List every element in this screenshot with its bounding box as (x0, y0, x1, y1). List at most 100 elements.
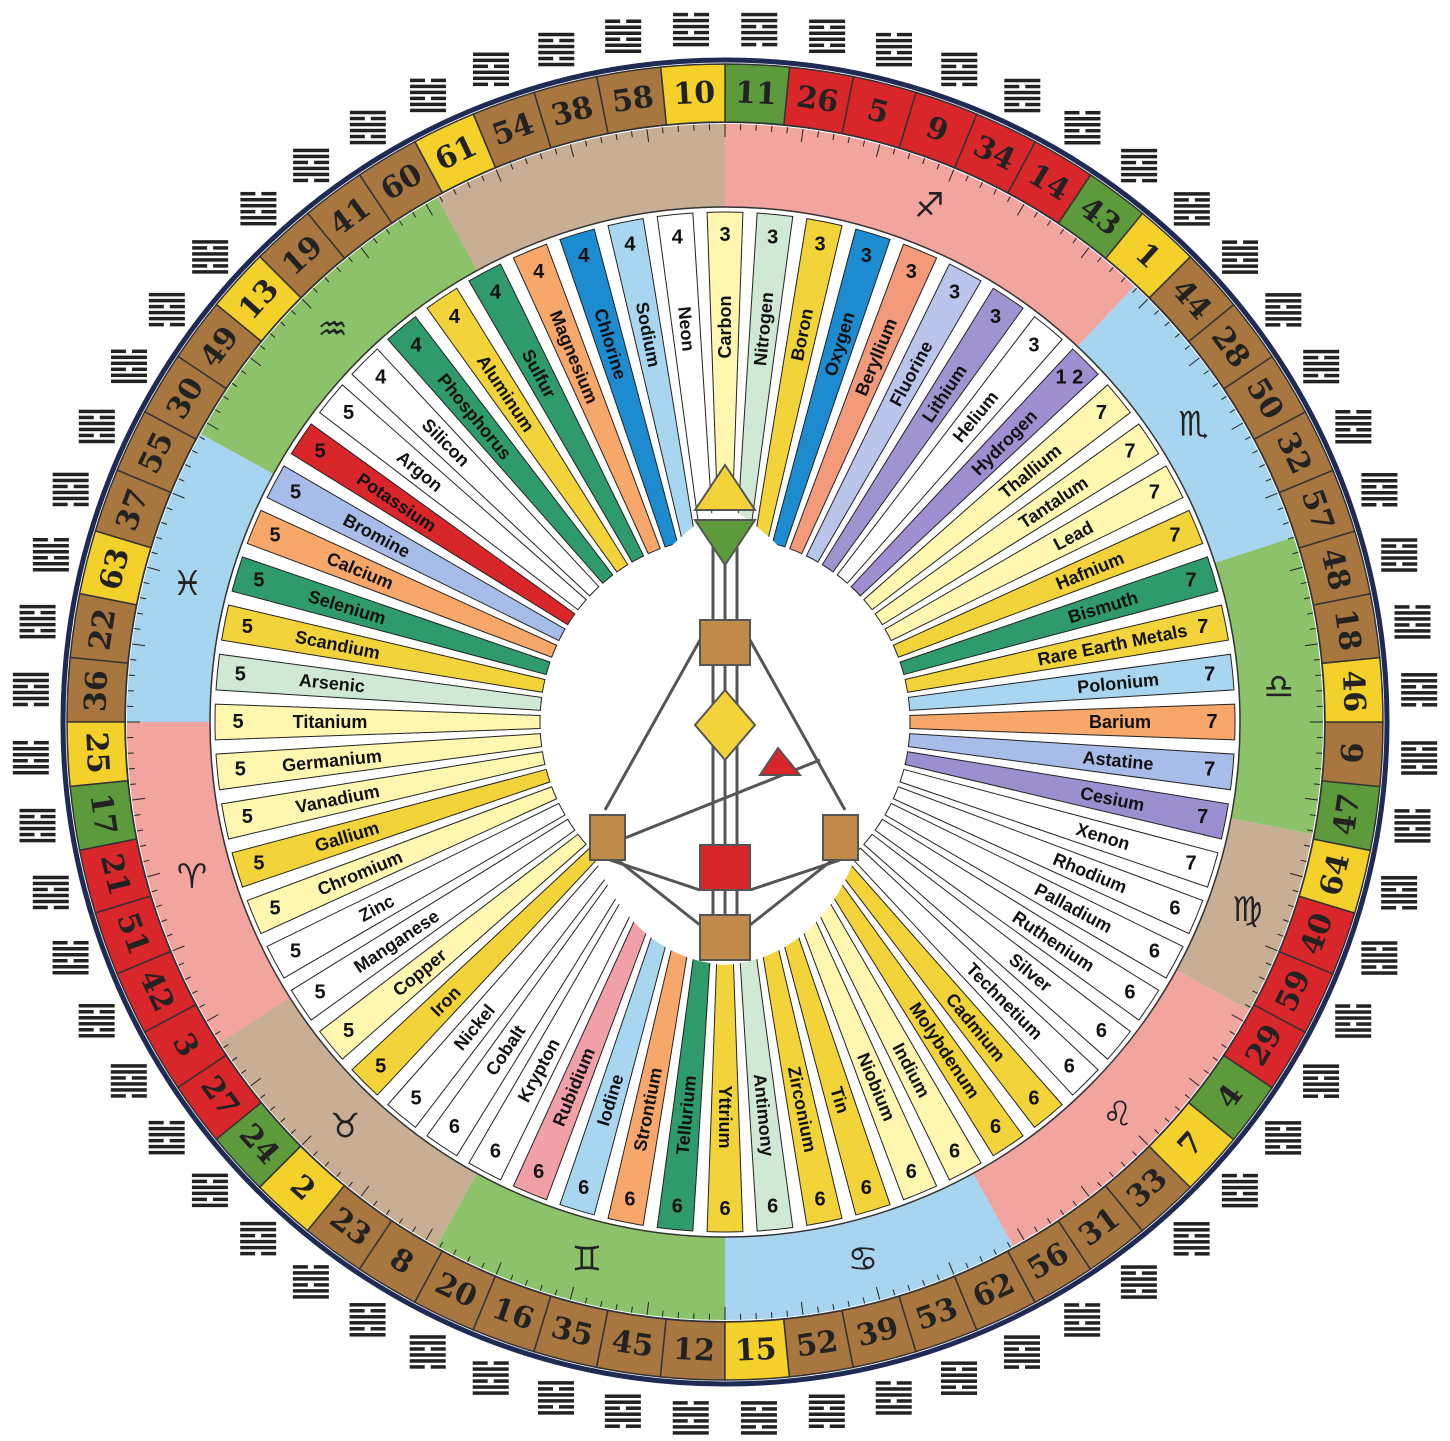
element-shell: 7 (1197, 616, 1208, 638)
hexagram-icon (605, 20, 641, 54)
hexagram-icon (53, 941, 89, 975)
element-shell: 5 (315, 982, 326, 1004)
element-shell: 6 (533, 1161, 544, 1183)
element-shell: 5 (290, 941, 301, 963)
hexagram-icon (1394, 605, 1430, 639)
element-shell: 6 (990, 1116, 1001, 1138)
gate-cell: 17 (70, 781, 136, 851)
element-shell: 7 (1169, 525, 1180, 547)
element-shell: 5 (270, 525, 281, 547)
solar-plexus-center-icon (823, 815, 858, 860)
element-shell: 3 (906, 261, 917, 283)
element-shell: 5 (270, 897, 281, 919)
hexagram-icon (1174, 1222, 1210, 1256)
element-shell: 6 (949, 1140, 960, 1162)
gate-cell: 11 (725, 64, 790, 125)
element-shell: 5 (253, 570, 264, 592)
hexagram-icon (1265, 293, 1301, 327)
element-shell: 3 (990, 306, 1001, 328)
gate-cell: 18 (1313, 594, 1379, 664)
element-shell: 5 (242, 616, 253, 638)
gate-label: 36 (78, 669, 115, 712)
gate-cell: 46 (1322, 658, 1383, 722)
element-shell: 6 (578, 1177, 589, 1199)
hexagram-icon (79, 410, 115, 444)
hexagram-icon (605, 1394, 641, 1428)
hexagram-icon (876, 33, 912, 67)
hexagram-icon (1265, 1121, 1301, 1155)
hexagram-icon (538, 1381, 574, 1415)
hexagram-icon (20, 809, 56, 843)
element-name: Yttrium (715, 1086, 735, 1149)
hexagram-icon (1401, 673, 1437, 707)
zodiac-symbol: ♓ (172, 564, 202, 604)
gate-cell: 15 (725, 1319, 789, 1380)
hexagram-icon (293, 1265, 329, 1299)
element-shell: 6 (1149, 941, 1160, 963)
gate-cell: 6 (1322, 722, 1383, 787)
hexagram-icon (1381, 876, 1417, 910)
hexagram-icon (111, 1064, 147, 1098)
hexagram-icon (538, 33, 574, 67)
element-shell: 5 (410, 1087, 421, 1109)
element-wedge-bg (215, 704, 540, 740)
gate-label: 52 (794, 1324, 840, 1365)
element-shell: 6 (1124, 982, 1135, 1004)
element-shell: 5 (253, 852, 264, 874)
gate-label: 58 (610, 79, 656, 120)
zodiac-symbol: ♉ (330, 1107, 360, 1147)
element-shell: 7 (1204, 759, 1215, 781)
gate-cell: 26 (784, 67, 854, 133)
hexagram-icon (1335, 1004, 1371, 1038)
hexagram-icon (473, 1361, 509, 1395)
hexagram-icon (1381, 538, 1417, 572)
gate-label: 25 (78, 731, 115, 774)
hexagram-icon (1335, 410, 1371, 444)
element-shell: 5 (375, 1055, 386, 1077)
hexagram-icon (741, 13, 777, 47)
hexagram-icon (1064, 1303, 1100, 1337)
gate-cell: 10 (661, 64, 725, 125)
gate-label: 11 (734, 75, 777, 112)
zodiac-symbol: ♈ (177, 857, 207, 897)
element-wedge-bg (910, 704, 1235, 740)
element-shell: 4 (375, 367, 387, 389)
element-shell: 4 (449, 306, 461, 328)
hexagram-icon (240, 1222, 276, 1256)
element-shell: 6 (814, 1189, 825, 1211)
element-shell: 6 (1096, 1020, 1107, 1042)
gate-label: 17 (82, 791, 123, 837)
gate-label: 45 (609, 1324, 655, 1365)
spleen-center-icon (590, 815, 625, 860)
element-name: Titanium (293, 712, 368, 732)
element-shell: 6 (767, 1196, 778, 1218)
gate-label: 46 (1335, 670, 1372, 713)
zodiac-symbol: ♒ (317, 310, 347, 350)
gate-label: 10 (673, 75, 716, 112)
hexagram-icon (1361, 473, 1397, 507)
element-shell: 3 (767, 226, 778, 248)
element-shell: 5 (242, 806, 253, 828)
element-shell: 7 (1096, 402, 1107, 424)
element-shell: 5 (343, 1020, 354, 1042)
gate-cell: 47 (1313, 781, 1379, 851)
element-shell: 6 (1064, 1055, 1075, 1077)
element-shell: 7 (1197, 806, 1208, 828)
element-shell: 3 (814, 233, 825, 255)
element-shell: 4 (410, 335, 422, 357)
element-shell: 6 (1169, 897, 1180, 919)
hexagram-icon (1303, 1064, 1339, 1098)
gate-label: 15 (734, 1332, 777, 1369)
element-shell: 4 (672, 226, 684, 248)
hexagram-icon (53, 473, 89, 507)
element-shell: 5 (235, 759, 246, 781)
hexagram-icon (79, 1004, 115, 1037)
element-shell: 3 (949, 282, 960, 304)
element-shell: 7 (1124, 440, 1135, 462)
element-shell: 4 (533, 261, 545, 283)
hexagram-icon (473, 53, 509, 87)
element-shell: 6 (672, 1196, 683, 1218)
hexagram-icon (350, 1303, 386, 1337)
hexagram-icon (149, 1121, 185, 1155)
